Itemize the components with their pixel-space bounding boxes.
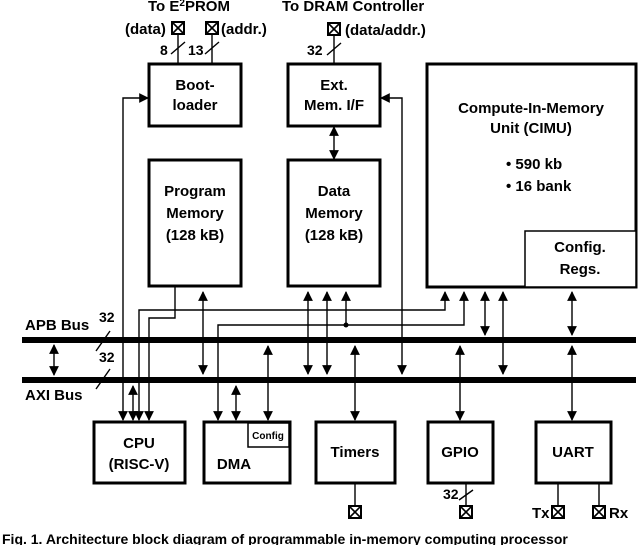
dram-pin-icon bbox=[327, 22, 341, 36]
eeprom-data-pin-icon bbox=[171, 21, 185, 35]
gpio-pin-icon bbox=[459, 505, 473, 519]
svg-text:(RISC-V): (RISC-V) bbox=[109, 456, 170, 473]
svg-text:DMA: DMA bbox=[217, 456, 251, 473]
svg-text:Program: Program bbox=[164, 183, 226, 200]
cpu-block: CPU (RISC-V) bbox=[92, 420, 187, 485]
width-32-top-label: 32 bbox=[307, 42, 323, 58]
uart-block: UART bbox=[534, 420, 613, 485]
dma-config-block: Config bbox=[247, 422, 290, 448]
config-regs-block: Config. Regs. bbox=[524, 230, 637, 288]
svg-text:(128 kB): (128 kB) bbox=[305, 227, 363, 244]
dram-title: To DRAM Controller bbox=[282, 0, 424, 15]
svg-text:CPU: CPU bbox=[123, 435, 155, 452]
eeprom-addr-pin-icon bbox=[205, 21, 219, 35]
svg-text:Timers: Timers bbox=[331, 444, 380, 461]
svg-text:loader: loader bbox=[172, 97, 217, 114]
rx-label: Rx bbox=[609, 505, 629, 522]
gpio-width-label: 32 bbox=[443, 486, 459, 502]
svg-text:Unit (CIMU): Unit (CIMU) bbox=[490, 120, 572, 137]
apb-width-label: 32 bbox=[99, 309, 115, 325]
dram-data-addr-label: (data/addr.) bbox=[345, 22, 426, 39]
svg-text:• 16 bank: • 16 bank bbox=[506, 178, 572, 195]
svg-text:Memory: Memory bbox=[166, 205, 224, 222]
svg-text:Ext.: Ext. bbox=[320, 77, 348, 94]
axi-width-label: 32 bbox=[99, 349, 115, 365]
figure-caption: Fig. 1. Architecture block diagram of pr… bbox=[2, 531, 568, 545]
gpio-block: GPIO bbox=[426, 420, 495, 485]
data-memory-block: Data Memory (128 kB) bbox=[286, 158, 382, 288]
width-13-label: 13 bbox=[188, 42, 204, 58]
tx-label: Tx bbox=[532, 505, 550, 522]
svg-text:Boot-: Boot- bbox=[175, 77, 214, 94]
bootloader-block: Boot- loader bbox=[147, 62, 243, 128]
svg-text:Mem. I/F: Mem. I/F bbox=[304, 97, 364, 114]
uart-rx-pin-icon bbox=[592, 505, 606, 519]
dma-block: DMA bbox=[202, 420, 292, 485]
svg-text:UART: UART bbox=[552, 444, 594, 461]
svg-text:Config.: Config. bbox=[554, 239, 606, 256]
eeprom-addr-label: (addr.) bbox=[221, 21, 267, 38]
svg-text:Config: Config bbox=[252, 431, 284, 442]
axi-bus-label: AXI Bus bbox=[25, 387, 83, 404]
svg-text:Compute-In-Memory: Compute-In-Memory bbox=[458, 100, 604, 117]
apb-bus-label: APB Bus bbox=[25, 317, 89, 334]
eeprom-data-label: (data) bbox=[125, 21, 166, 38]
svg-text:Memory: Memory bbox=[305, 205, 363, 222]
uart-tx-pin-icon bbox=[551, 505, 565, 519]
width-8-label: 8 bbox=[160, 42, 168, 58]
svg-text:GPIO: GPIO bbox=[441, 444, 479, 461]
ext-mem-interface-block: Ext. Mem. I/F bbox=[286, 62, 382, 128]
svg-text:(128 kB): (128 kB) bbox=[166, 227, 224, 244]
svg-text:• 590 kb: • 590 kb bbox=[506, 156, 562, 173]
timers-block: Timers bbox=[314, 420, 397, 485]
eeprom-title: To E2PROM bbox=[148, 0, 230, 15]
program-memory-block: Program Memory (128 kB) bbox=[147, 158, 243, 288]
svg-text:Data: Data bbox=[318, 183, 351, 200]
svg-text:Regs.: Regs. bbox=[560, 261, 601, 278]
timers-pin-icon bbox=[348, 505, 362, 519]
